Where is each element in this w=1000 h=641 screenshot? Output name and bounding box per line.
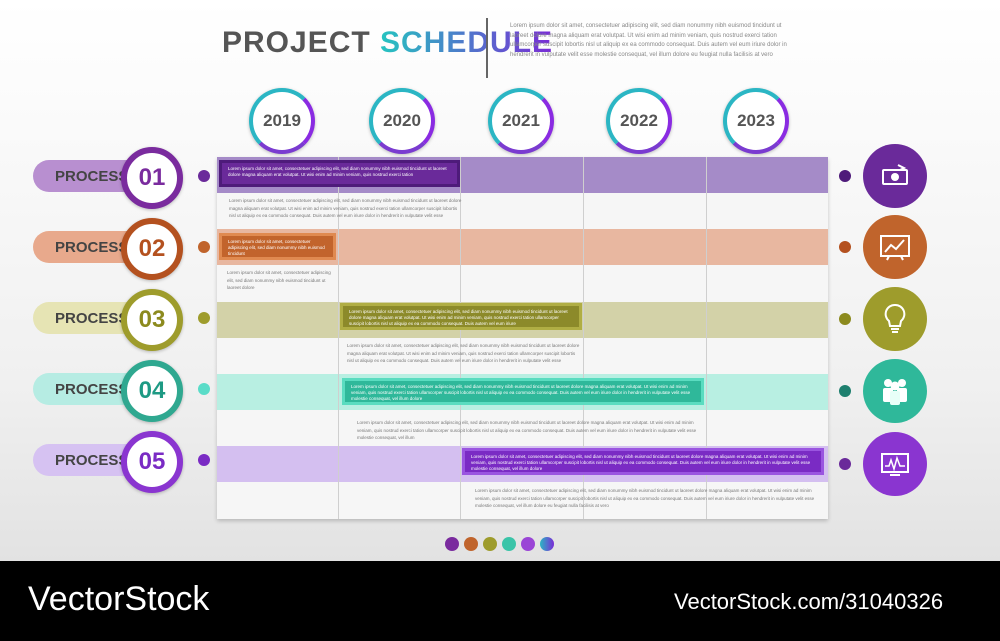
monitor-icon	[863, 432, 927, 496]
page-title: PROJECT SCHEDULE	[222, 26, 554, 59]
task-note-04: Lorem ipsum dolor sit amet, consectetuer…	[357, 420, 697, 440]
task-bar-01[interactable]: Lorem ipsum dolor sit amet, consectetuer…	[219, 160, 460, 187]
process-dot-04	[198, 383, 210, 395]
brand-id: VectorStock.com/31040326	[674, 589, 944, 614]
icon-dot-01	[839, 170, 851, 182]
year-2022: 2022	[606, 88, 672, 154]
task-note-01: Lorem ipsum dolor sit amet, consectetuer…	[229, 198, 462, 218]
icon-dot-04	[839, 385, 851, 397]
task-note-05: Lorem ipsum dolor sit amet, consectetuer…	[475, 488, 815, 508]
money-icon	[863, 144, 927, 208]
grid-line	[706, 157, 707, 519]
watermark-footer	[0, 561, 1000, 641]
process-number-05: 05	[121, 431, 183, 493]
process-dot-03	[198, 312, 210, 324]
task-bar-04[interactable]: Lorem ipsum dolor sit amet, consectetuer…	[342, 378, 704, 405]
icon-dot-05	[839, 458, 851, 470]
palette-dot-3	[483, 537, 497, 551]
lightbulb-icon	[863, 287, 927, 351]
task-note-02: Lorem ipsum dolor sit amet, consectetuer…	[227, 270, 331, 290]
task-bar-05[interactable]: Lorem ipsum dolor sit amet, consectetuer…	[462, 448, 824, 475]
year-2023: 2023	[723, 88, 789, 154]
process-number-01: 01	[121, 147, 183, 209]
palette-dot-6	[540, 537, 554, 551]
year-2020: 2020	[369, 88, 435, 154]
year-2019: 2019	[249, 88, 315, 154]
process-dot-01	[198, 170, 210, 182]
process-number-02: 02	[121, 218, 183, 280]
palette-dot-1	[445, 537, 459, 551]
team-icon	[863, 359, 927, 423]
palette-dot-5	[521, 537, 535, 551]
year-2021: 2021	[488, 88, 554, 154]
task-bar-03[interactable]: Lorem ipsum dolor sit amet, consectetuer…	[340, 303, 582, 330]
brand-logo: VectorStock	[28, 580, 210, 618]
task-bar-02[interactable]: Lorem ipsum dolor sit amet, consectetuer…	[219, 233, 336, 260]
chart-icon	[863, 215, 927, 279]
title-divider	[486, 18, 488, 78]
grid-line	[338, 157, 339, 519]
process-number-04: 04	[121, 360, 183, 422]
schedule-grid: Lorem ipsum dolor sit amet, consectetuer…	[217, 157, 828, 519]
process-dot-02	[198, 241, 210, 253]
intro-text: Lorem ipsum dolor sit amet, consectetuer…	[510, 23, 787, 58]
process-dot-05	[198, 454, 210, 466]
palette-dot-2	[464, 537, 478, 551]
grid-line	[460, 157, 461, 519]
icon-dot-03	[839, 313, 851, 325]
palette-dot-4	[502, 537, 516, 551]
icon-dot-02	[839, 241, 851, 253]
task-note-03: Lorem ipsum dolor sit amet, consectetuer…	[347, 343, 580, 363]
process-number-03: 03	[121, 289, 183, 351]
grid-line	[583, 157, 584, 519]
